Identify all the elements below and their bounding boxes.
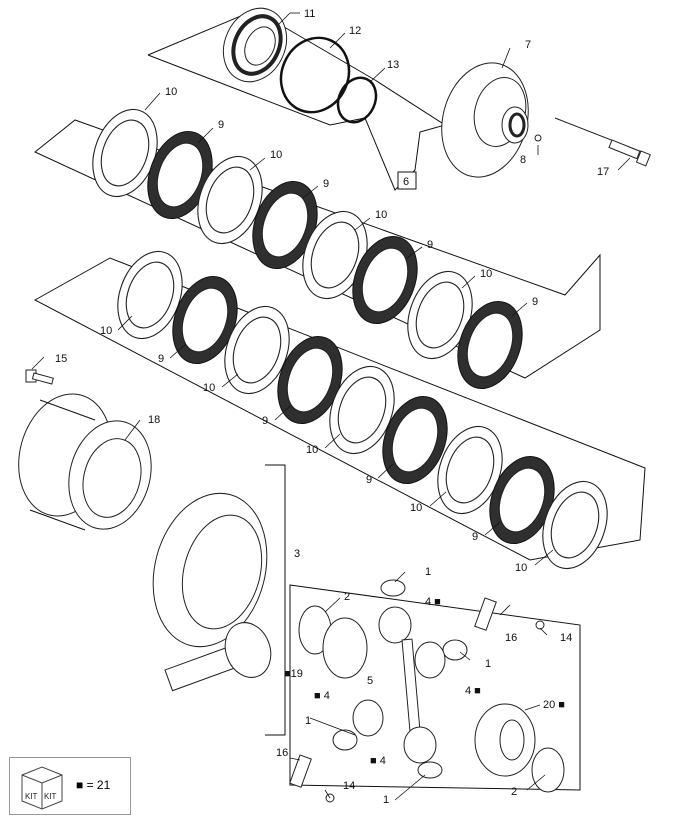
callout-2-top: 2 bbox=[344, 591, 350, 603]
callout-12: 12 bbox=[349, 25, 361, 37]
callout-10: 10 bbox=[410, 502, 422, 514]
callout-9: 9 bbox=[472, 531, 478, 543]
housing-part-18 bbox=[18, 393, 152, 531]
callout-16-a: 16 bbox=[505, 632, 517, 644]
callout-9: 9 bbox=[427, 239, 433, 251]
diff-parts bbox=[289, 579, 565, 803]
callout-1-a: 1 bbox=[425, 566, 431, 578]
callout-10: 10 bbox=[203, 382, 215, 394]
callout-10: 10 bbox=[515, 562, 527, 574]
callout-14-b: 14 bbox=[343, 780, 355, 792]
callout-6: 6 bbox=[403, 176, 409, 188]
outline-upper-stack bbox=[34, 119, 601, 379]
callout-1-b: 1 bbox=[485, 658, 491, 670]
callout-11: 11 bbox=[304, 8, 315, 20]
callout-9: 9 bbox=[366, 474, 372, 486]
callout-9: 9 bbox=[262, 415, 268, 427]
seal-part-11 bbox=[222, 7, 288, 83]
pinion-shaft bbox=[164, 622, 272, 692]
upper-plate-stack bbox=[92, 108, 523, 390]
callout-4-b: 4 ■ bbox=[465, 685, 481, 697]
callout-16-b: 16 bbox=[276, 747, 288, 759]
callout-10: 10 bbox=[100, 325, 112, 337]
callout-13: 13 bbox=[387, 59, 399, 71]
callout-9: 9 bbox=[218, 119, 224, 131]
callout-10: 10 bbox=[270, 149, 282, 161]
kit-icon-text-left: KIT bbox=[25, 792, 38, 801]
callout-9: 9 bbox=[532, 296, 538, 308]
kit-legend: KIT KIT ■ = 21 bbox=[9, 757, 131, 815]
callout-15: 15 bbox=[55, 353, 67, 365]
lower-plate-stack bbox=[117, 250, 608, 570]
callout-9: 9 bbox=[158, 353, 164, 365]
hub-part-7 bbox=[441, 62, 529, 178]
bolt-part-15 bbox=[25, 369, 54, 385]
callout-4-d: ■ 4 bbox=[370, 755, 386, 767]
ring-gear bbox=[152, 492, 268, 648]
callout-9: 9 bbox=[323, 178, 329, 190]
callout-10: 10 bbox=[480, 268, 492, 280]
callout-1-c: 1 bbox=[305, 715, 311, 727]
callout-10: 10 bbox=[165, 86, 177, 98]
callout-18: 18 bbox=[148, 414, 160, 426]
kit-box-icon: KIT KIT bbox=[21, 766, 63, 810]
callout-4-c: ■ 4 bbox=[314, 690, 330, 702]
callout-5: 5 bbox=[367, 675, 373, 687]
bolt-part-17 bbox=[554, 117, 651, 167]
callout-2-bottom: 2 bbox=[511, 786, 517, 798]
callout-1-d: 1 bbox=[383, 794, 389, 806]
callout-10: 10 bbox=[306, 444, 318, 456]
callout-14-a: 14 bbox=[560, 632, 572, 644]
callout-19: ■19 bbox=[284, 668, 303, 680]
callout-10: 10 bbox=[375, 209, 387, 221]
kit-icon-text-right: KIT bbox=[44, 792, 57, 801]
o-ring-part-13 bbox=[336, 76, 378, 124]
outline-group-3 bbox=[265, 464, 286, 736]
plate-labels: 10 9 10 9 10 9 10 9 10 9 10 9 10 9 10 9 … bbox=[100, 86, 538, 574]
kit-legend-text: ■ = 21 bbox=[76, 778, 111, 792]
callout-3: 3 bbox=[294, 548, 300, 560]
callout-17: 17 bbox=[597, 166, 609, 178]
o-ring-part-12 bbox=[279, 36, 351, 114]
callout-4-a: 4 ■ bbox=[425, 596, 441, 608]
callout-20: 20 ■ bbox=[543, 699, 565, 711]
leader-lines bbox=[31, 12, 631, 801]
outline-lower-stack bbox=[33, 257, 646, 561]
callout-7: 7 bbox=[525, 39, 531, 51]
callout-8: 8 bbox=[520, 154, 526, 166]
pin-part-8 bbox=[534, 134, 542, 142]
callout-6-box bbox=[397, 171, 417, 190]
